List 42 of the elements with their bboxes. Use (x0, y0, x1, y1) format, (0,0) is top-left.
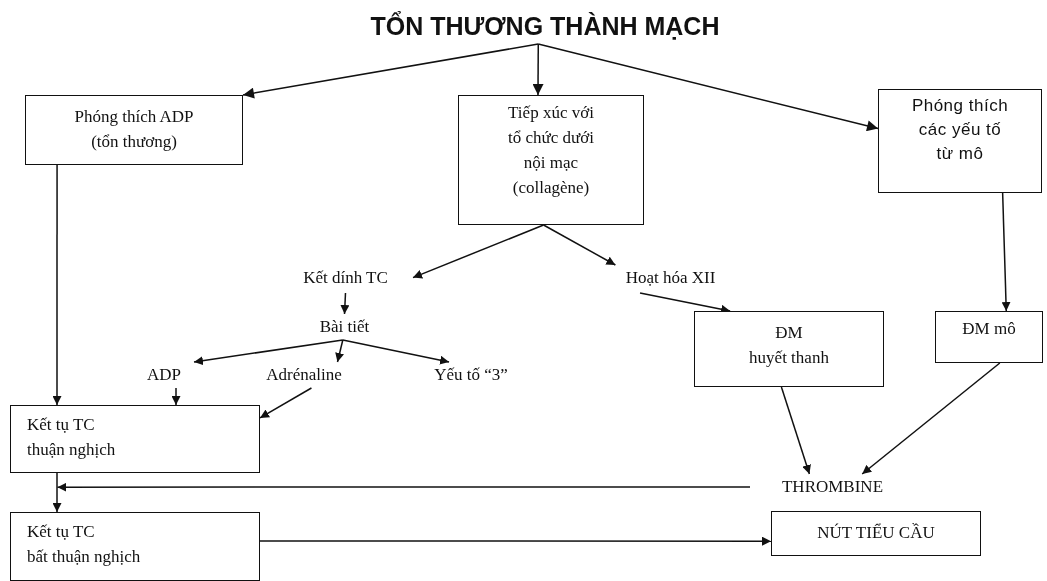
process-box (771, 511, 981, 556)
arrow (412, 224, 545, 279)
box-text: Phóng thích ADP (tổn thương) (73, 106, 195, 153)
arrow (532, 43, 544, 96)
arrow (340, 292, 350, 315)
step-text: Yếu tố “3” (433, 364, 509, 386)
box-text: Kết tụ TC thuận nghịch (27, 414, 117, 461)
heading-text: TỔN THƯƠNG THÀNH MẠCH (369, 10, 721, 42)
box-text: NÚT TIỂU CẦU (816, 522, 936, 544)
arrow (171, 387, 181, 406)
arrow (342, 339, 450, 365)
arrow (52, 164, 62, 406)
process-box (694, 311, 884, 387)
process-box (25, 95, 243, 165)
box-text: Kết tụ TC bất thuận nghịch (27, 521, 142, 568)
box-text: ĐM mô (961, 318, 1017, 340)
arrow (52, 472, 62, 513)
box-text: Tiếp xúc với tổ chức dưới nội mạc (collagène) (507, 102, 595, 199)
arrow (193, 339, 344, 366)
process-box (878, 89, 1042, 193)
step-text: THROMBINE (780, 476, 885, 498)
arrow (259, 387, 313, 419)
arrow (259, 536, 772, 546)
arrow (780, 386, 811, 475)
process-box (935, 311, 1043, 363)
process-box (10, 512, 260, 581)
arrow (861, 362, 1001, 475)
step-text: Bài tiết (318, 316, 371, 338)
step-text: Kết dính TC (302, 267, 389, 289)
step-text: ADP (146, 364, 182, 386)
process-box (10, 405, 260, 473)
arrow (335, 339, 344, 363)
arrow (542, 224, 617, 266)
arrow (1001, 192, 1011, 312)
step-text: Adrénaline (265, 364, 343, 386)
arrow (537, 43, 879, 132)
arrow (242, 43, 540, 99)
box-text: Phóng thích các yếu tố từ mô (910, 95, 1010, 165)
arrow (56, 482, 751, 492)
process-box (458, 95, 644, 225)
step-text: Hoạt hóa XII (624, 267, 717, 289)
box-text: ĐM huyết thanh (748, 322, 830, 369)
